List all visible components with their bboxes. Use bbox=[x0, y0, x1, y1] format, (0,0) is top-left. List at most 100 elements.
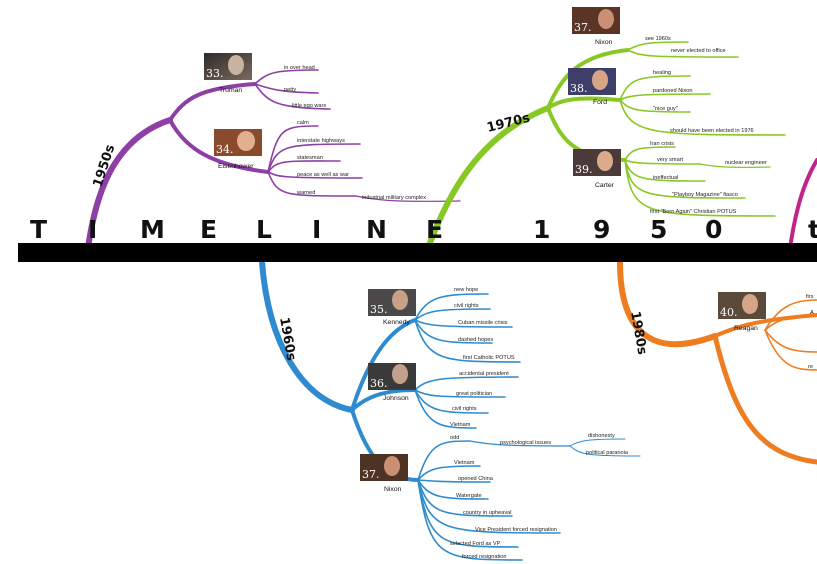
president-number: 37. bbox=[574, 21, 592, 34]
fact-sublabel: industrial military complex bbox=[362, 195, 426, 201]
portrait-face bbox=[597, 151, 613, 171]
branch-1960s bbox=[259, 259, 641, 561]
portrait-face bbox=[228, 55, 244, 75]
president-number: 40. bbox=[720, 306, 738, 319]
fact-label: very smart bbox=[657, 157, 684, 163]
timeline-letter: E bbox=[426, 215, 443, 244]
portrait-photo bbox=[568, 68, 616, 95]
portrait-photo bbox=[204, 53, 252, 80]
president-number: 38. bbox=[570, 82, 588, 95]
fact-label: dashed hopes bbox=[458, 337, 493, 343]
president-nixon-1970s: 37. Nixon see 1960s never elected to off… bbox=[572, 7, 726, 54]
portrait-face bbox=[392, 290, 408, 310]
portrait-face bbox=[598, 9, 614, 29]
timeline-letter: t bbox=[808, 215, 817, 244]
fact-label: firs bbox=[806, 294, 814, 300]
president-nixon-1960s: 37. Nixon odd psychological issues disho… bbox=[360, 433, 629, 560]
timeline-letter: M bbox=[140, 215, 165, 244]
president-reagan: 40. Reagan firs A re bbox=[718, 292, 814, 370]
fact-label: re bbox=[808, 364, 813, 370]
fact-label: Iran crisis bbox=[650, 141, 674, 147]
fact-label: in over head bbox=[284, 65, 315, 71]
timeline-letter: I bbox=[88, 215, 97, 244]
timeline-letter: T bbox=[30, 215, 47, 244]
fact-label: ineffectual bbox=[653, 175, 678, 181]
portrait-photo bbox=[368, 289, 416, 316]
president-name: Reagan bbox=[734, 325, 758, 332]
fact-label: first Catholic POTUS bbox=[463, 355, 515, 361]
fact-label: Cuban missile crisis bbox=[458, 320, 508, 326]
fact-label: statesman bbox=[297, 155, 323, 161]
president-carter: 39. Carter Iran crisis very smart nuclea… bbox=[573, 141, 767, 215]
fact-sublabel: nuclear engineer bbox=[725, 160, 767, 166]
fact-label: civil rights bbox=[454, 303, 479, 309]
timeline-letter: E bbox=[200, 215, 217, 244]
president-name: Eisenhower bbox=[218, 163, 254, 170]
portrait-photo bbox=[368, 363, 416, 390]
president-number: 36. bbox=[370, 377, 388, 390]
fact-label: warned bbox=[296, 190, 315, 196]
president-johnson: 36. Johnson accidental president great p… bbox=[368, 363, 509, 428]
timeline-letter: 1 bbox=[533, 215, 550, 244]
era-label-1980s: 1980s bbox=[627, 310, 649, 356]
branch-1990s-partial bbox=[788, 158, 817, 250]
fact-label: "nice guy" bbox=[653, 106, 678, 112]
fact-label: new hope bbox=[454, 287, 478, 293]
timeline-letter: N bbox=[366, 215, 387, 244]
fact-label: never elected to office bbox=[671, 48, 726, 54]
president-name: Truman bbox=[219, 87, 242, 94]
fact-label: little ego wars bbox=[292, 103, 326, 109]
fact-sublabel: dishonesty bbox=[588, 433, 615, 439]
fact-label: A bbox=[810, 310, 814, 316]
portrait-photo bbox=[360, 454, 408, 481]
president-kennedy: 35. Kennedy new hope civil rights Cuban … bbox=[368, 287, 515, 361]
fact-label: selected Ford as VP bbox=[450, 541, 501, 547]
president-name: Johnson bbox=[383, 395, 409, 402]
timeline-letter: 0 bbox=[705, 215, 722, 244]
portrait-face bbox=[384, 456, 400, 476]
fact-label: calm bbox=[297, 120, 309, 126]
timeline-letter: I bbox=[312, 215, 321, 244]
fact-label: civil rights bbox=[452, 406, 477, 412]
fact-label: great politician bbox=[456, 391, 492, 397]
president-number: 34. bbox=[216, 143, 234, 156]
fact-label: odd bbox=[450, 435, 459, 441]
fact-label: opened China bbox=[458, 476, 494, 482]
timeline-letter: 5 bbox=[650, 215, 667, 244]
fact-label: interstate highways bbox=[297, 138, 345, 144]
president-number: 39. bbox=[575, 163, 593, 176]
president-name: Carter bbox=[595, 182, 615, 189]
fact-label: forced resignation bbox=[462, 554, 506, 560]
president-name: Kennedy bbox=[383, 319, 410, 326]
timeline-letter: L bbox=[256, 215, 272, 244]
fact-sublabel: political paranoia bbox=[586, 450, 629, 456]
fact-label: Vietnam bbox=[450, 422, 471, 428]
fact-sublabel: psychological issues bbox=[500, 440, 551, 446]
fact-label: first "Born Again" Christian POTUS bbox=[650, 209, 737, 215]
president-name: Nixon bbox=[384, 486, 402, 493]
president-ford: 38. Ford healing pardoned Nixon "nice gu… bbox=[568, 68, 754, 134]
timeline-title: T I M E L I N E 1 9 5 0 t bbox=[30, 215, 817, 244]
portrait-face bbox=[237, 131, 255, 151]
fact-label: pardoned Nixon bbox=[653, 88, 693, 94]
timeline-bar bbox=[18, 243, 817, 262]
president-number: 35. bbox=[370, 303, 388, 316]
fact-label: Watergate bbox=[456, 493, 482, 499]
fact-label: healing bbox=[653, 70, 671, 76]
president-name: Ford bbox=[593, 99, 607, 106]
fact-label: accidental president bbox=[459, 371, 509, 377]
portrait-face bbox=[742, 294, 758, 314]
fact-label: Vietnam bbox=[454, 460, 475, 466]
fact-label: country in upheaval bbox=[463, 510, 512, 516]
fact-label: peace as well as war bbox=[297, 172, 349, 178]
president-eisenhower: 34. Eisenhower calm interstate highways … bbox=[214, 120, 426, 201]
portrait-photo bbox=[718, 292, 766, 319]
president-truman: 33. Truman in over head petty little ego… bbox=[204, 53, 326, 109]
portrait-photo bbox=[573, 149, 621, 176]
fact-label: petty bbox=[284, 87, 296, 93]
president-number: 37. bbox=[362, 468, 380, 481]
fact-label: should have been elected in 1976 bbox=[670, 128, 754, 134]
president-number: 33. bbox=[206, 67, 224, 80]
